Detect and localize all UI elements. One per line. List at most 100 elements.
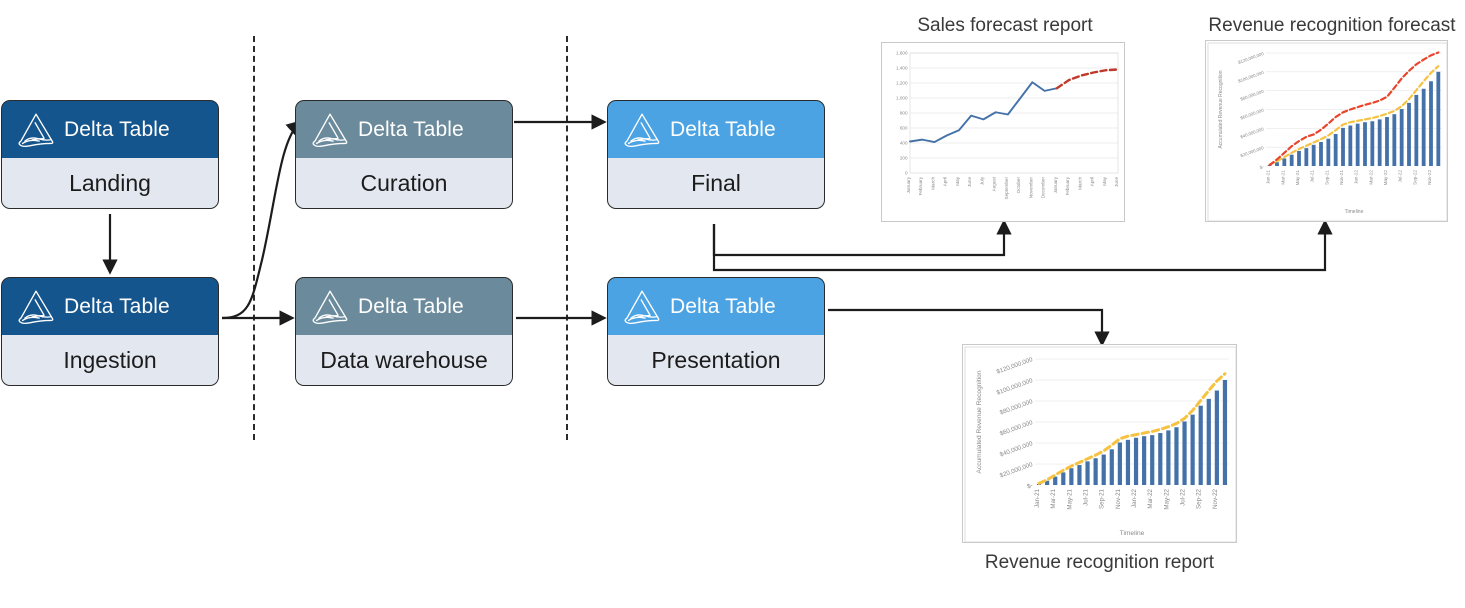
revenue-report-chart[interactable]: $-$20,000,000$40,000,000$60,000,000$80,0…	[962, 344, 1237, 543]
svg-text:March: March	[1077, 177, 1082, 190]
node-data-warehouse-delta-label: Delta Table	[358, 294, 464, 318]
svg-text:June: June	[967, 177, 972, 187]
wire-final-to-sales-forecast	[712, 219, 1012, 257]
node-ingestion-delta-label: Delta Table	[64, 294, 170, 318]
svg-text:January: January	[906, 176, 911, 193]
svg-text:Mar-21: Mar-21	[1280, 170, 1285, 185]
delta-lake-icon	[624, 112, 660, 147]
wire-presentation-to-revenue-report	[828, 308, 1110, 347]
svg-text:April: April	[1090, 177, 1095, 186]
svg-text:January: January	[1053, 176, 1058, 193]
svg-text:Jan-21: Jan-21	[1266, 170, 1271, 184]
svg-text:May: May	[955, 176, 960, 185]
svg-text:May-22: May-22	[1163, 488, 1170, 509]
svg-text:Jul-21: Jul-21	[1083, 488, 1090, 505]
node-curation-label: Curation	[360, 170, 448, 196]
wire-ingestion-to-curation	[221, 120, 303, 320]
svg-text:February: February	[1065, 176, 1070, 195]
svg-text:Timeline: Timeline	[1120, 530, 1145, 537]
node-landing-body: Landing	[1, 149, 219, 209]
node-ingestion-body: Ingestion	[1, 326, 219, 386]
svg-text:Jul-21: Jul-21	[1310, 170, 1315, 183]
svg-text:Mar-21: Mar-21	[1050, 488, 1057, 508]
svg-text:May-22: May-22	[1383, 170, 1388, 186]
svg-text:1,000: 1,000	[896, 96, 908, 101]
delta-lake-icon	[18, 289, 54, 324]
node-presentation-label: Presentation	[651, 347, 781, 373]
node-curation-header: Delta Table	[295, 100, 513, 158]
svg-text:600: 600	[900, 126, 908, 131]
revenue-forecast-chart[interactable]: $-$20,000,000$40,000,000$60,000,000$80,0…	[1205, 40, 1448, 222]
node-landing-label: Landing	[69, 170, 151, 196]
revenue-forecast-title: Revenue recognition forecast	[1208, 15, 1456, 36]
svg-text:200: 200	[900, 156, 908, 161]
node-landing-delta-label: Delta Table	[64, 117, 170, 141]
delta-lake-icon	[18, 112, 54, 147]
svg-text:Jul-22: Jul-22	[1180, 488, 1187, 505]
svg-text:Sep-22: Sep-22	[1196, 488, 1203, 509]
node-final[interactable]: Delta Table Final	[607, 100, 825, 209]
node-landing[interactable]: Delta Table Landing	[1, 100, 219, 209]
svg-text:Nov-22: Nov-22	[1212, 488, 1219, 509]
node-ingestion[interactable]: Delta Table Ingestion	[1, 277, 219, 386]
node-curation[interactable]: Delta Table Curation	[295, 100, 513, 209]
svg-text:Nov-21: Nov-21	[1339, 170, 1344, 185]
node-final-body: Final	[607, 149, 825, 209]
node-data-warehouse-header: Delta Table	[295, 277, 513, 335]
svg-text:Accumulated Revenue Recognitio: Accumulated Revenue Recognition	[1218, 70, 1224, 148]
svg-text:Sep-21: Sep-21	[1099, 488, 1106, 509]
svg-text:Sep-22: Sep-22	[1412, 170, 1417, 185]
svg-text:Jan-22: Jan-22	[1131, 488, 1138, 507]
svg-text:$-: $-	[1259, 164, 1265, 170]
svg-text:1,200: 1,200	[896, 81, 908, 86]
node-ingestion-header: Delta Table	[1, 277, 219, 335]
svg-text:May-21: May-21	[1066, 488, 1073, 509]
svg-text:May-21: May-21	[1295, 170, 1300, 186]
svg-text:Sep-21: Sep-21	[1324, 170, 1329, 185]
node-data-warehouse-body: Data warehouse	[295, 326, 513, 386]
node-presentation-header: Delta Table	[607, 277, 825, 335]
svg-text:Nov-21: Nov-21	[1115, 488, 1122, 509]
revenue-report-title: Revenue recognition report	[984, 552, 1215, 573]
svg-text:Jan-21: Jan-21	[1034, 488, 1041, 507]
svg-text:Accumulated Revenue Recognitio: Accumulated Revenue Recognition	[976, 370, 983, 473]
node-presentation-delta-label: Delta Table	[670, 294, 776, 318]
wire-final-to-revenue-forecast	[712, 219, 1333, 272]
node-final-label: Final	[691, 170, 741, 196]
svg-text:April: April	[943, 177, 948, 186]
lane-separator-2	[566, 36, 568, 440]
node-final-header: Delta Table	[607, 100, 825, 158]
delta-lake-icon	[312, 112, 348, 147]
svg-text:Mar-22: Mar-22	[1368, 170, 1373, 185]
svg-text:Jul-22: Jul-22	[1398, 170, 1403, 183]
svg-text:March: March	[930, 177, 935, 190]
svg-text:800: 800	[900, 111, 908, 116]
svg-text:August: August	[992, 176, 997, 191]
node-presentation-body: Presentation	[607, 326, 825, 386]
svg-text:Nov-22: Nov-22	[1427, 170, 1432, 185]
svg-text:December: December	[1041, 177, 1046, 199]
node-curation-delta-label: Delta Table	[358, 117, 464, 141]
svg-text:Jan-22: Jan-22	[1354, 170, 1359, 184]
svg-text:November: November	[1028, 177, 1033, 199]
node-data-warehouse-label: Data warehouse	[320, 347, 488, 373]
delta-lake-icon	[312, 289, 348, 324]
svg-text:Mar-22: Mar-22	[1147, 488, 1154, 508]
svg-text:September: September	[1004, 177, 1009, 200]
node-presentation[interactable]: Delta Table Presentation	[607, 277, 825, 386]
svg-text:$-: $-	[1026, 482, 1034, 490]
node-curation-body: Curation	[295, 149, 513, 209]
svg-text:1,600: 1,600	[896, 51, 908, 56]
sales-forecast-title: Sales forecast report	[917, 15, 1093, 36]
delta-lake-icon	[624, 289, 660, 324]
lane-separator-1	[253, 36, 255, 440]
svg-text:0: 0	[905, 171, 908, 176]
svg-text:July: July	[979, 176, 984, 185]
node-final-delta-label: Delta Table	[670, 117, 776, 141]
node-data-warehouse[interactable]: Delta Table Data warehouse	[295, 277, 513, 386]
node-ingestion-label: Ingestion	[63, 347, 157, 373]
svg-text:1,400: 1,400	[896, 66, 908, 71]
svg-text:May: May	[1102, 176, 1107, 185]
